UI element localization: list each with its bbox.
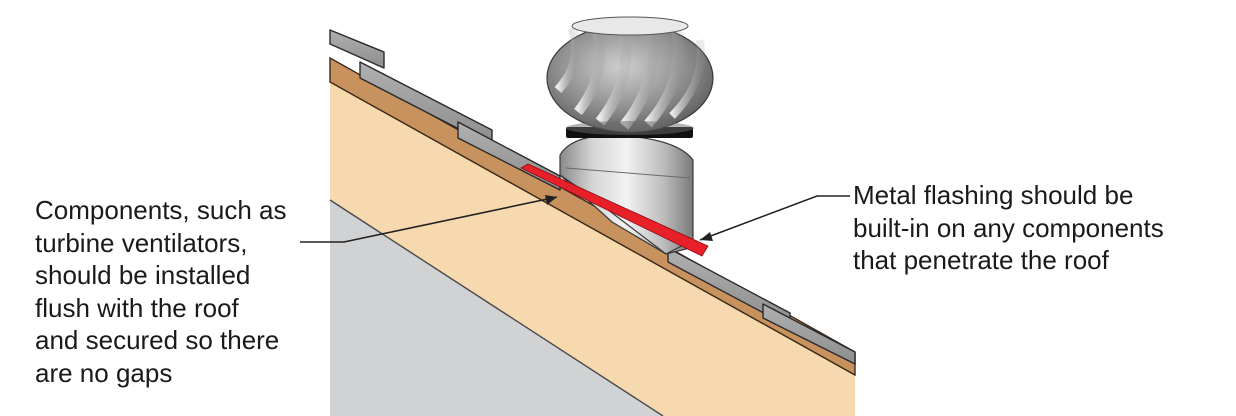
- callout-line: and secured so there: [35, 325, 280, 355]
- metal-flashing: [520, 163, 709, 257]
- callout-line: are no gaps: [35, 357, 173, 388]
- callout-line: that penetrate the roof: [853, 245, 1109, 275]
- right-leader-line: [699, 195, 850, 241]
- callout-line: Metal flashing should be: [853, 180, 1134, 210]
- rafter-face: [330, 82, 855, 416]
- callout-line: should be installed: [35, 260, 251, 290]
- callout-line: turbine ventilators,: [35, 227, 248, 258]
- callout-line: Components, such as: [35, 195, 287, 225]
- callout-line: built-in on any components: [853, 212, 1164, 243]
- left-leader-line: [300, 196, 558, 243]
- callout-flashing-note: Metal flashing should be built-in on any…: [853, 179, 1164, 277]
- callout-installation-note: Components, such as turbine ventilators,…: [35, 194, 286, 389]
- callout-line: flush with the roof: [35, 292, 239, 323]
- leader-lines: [300, 195, 850, 243]
- turbine-ventilator-icon: [546, 16, 714, 135]
